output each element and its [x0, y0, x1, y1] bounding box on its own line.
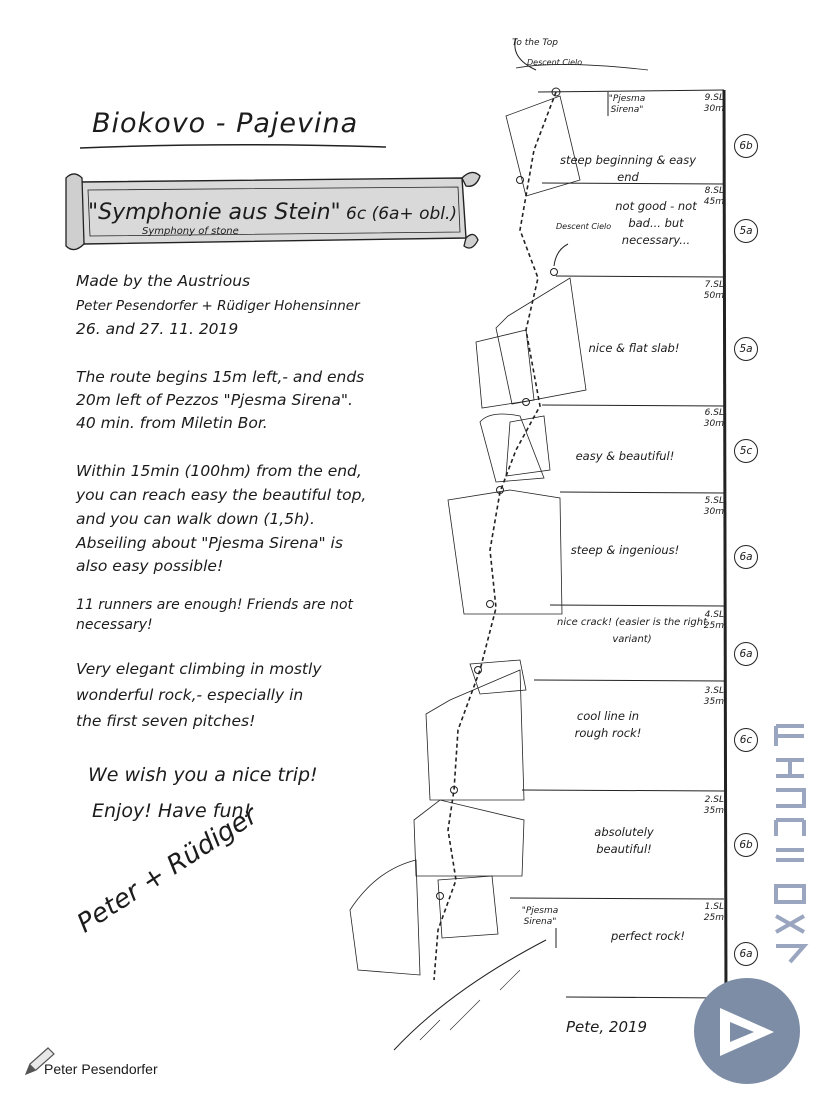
note-line: Made by the Austrious	[76, 272, 251, 290]
pitch-grade: 6a	[734, 942, 758, 966]
pitch-number: 2.SL	[704, 795, 724, 805]
pitch-length: 30m	[703, 507, 724, 517]
pitch-description: nice & flat slab!	[588, 341, 680, 355]
pitch-grade: 5a	[734, 219, 758, 243]
pitch-description: not good - not bad... but necessary...	[615, 199, 697, 247]
pitch-number: 1.SL	[704, 902, 724, 912]
route-name: "Symphonie aus Stein"	[88, 200, 341, 225]
pitch-grade: 6c	[734, 728, 758, 752]
topo-sketch	[349, 37, 728, 1051]
note-line: 26. and 27. 11. 2019	[76, 320, 239, 338]
pitch-number: 3.SL	[704, 686, 724, 696]
pitch-description: cool line in rough rock!	[574, 709, 642, 740]
note-line: Enjoy! Have fun!	[92, 800, 252, 822]
note-line: Very elegant climbing in mostly	[76, 660, 322, 678]
topo-title: Biokovo - Pajevina	[92, 108, 359, 139]
note-line: The route begins 15m left,- and ends	[76, 368, 365, 386]
note-line: 11 runners are enough! Friends are not	[76, 597, 354, 613]
note-line: Peter Pesendorfer + Rüdiger Hohensinner	[76, 298, 360, 314]
scroll-banner	[65, 171, 481, 251]
pitch-description: easy & beautiful!	[575, 449, 675, 463]
play-triangle-icon	[720, 1008, 774, 1056]
pitch-grade: 6a	[734, 642, 758, 666]
pitch-length: 50m	[703, 291, 724, 301]
note-line: We wish you a nice trip!	[88, 764, 318, 786]
pitch-length: 45m	[703, 197, 724, 207]
pitch-number: 5.SL	[704, 496, 724, 506]
note-line: Within 15min (100hm) from the end,	[76, 462, 362, 480]
to-top-label: To the Top	[512, 38, 558, 48]
pitch-description: perfect rock!	[610, 929, 686, 943]
descent-label: Descent Cielo	[556, 222, 612, 231]
pitch-number: 8.SL	[704, 186, 724, 196]
note-line: also easy possible!	[76, 557, 224, 575]
title-underline	[79, 143, 387, 149]
pitch-length: 30m	[703, 104, 724, 114]
note-line: wonderful rock,- especially in	[76, 686, 304, 704]
pitch-length: 30m	[703, 419, 724, 429]
site-logo[interactable]	[694, 978, 800, 1084]
pitch-length: 35m	[703, 806, 724, 816]
note-line: 20m left of Pezzos "Pjesma Sirena".	[76, 391, 353, 409]
pitch-number: 4.SL	[704, 610, 724, 620]
pitch-description: steep beginning & easy end	[559, 153, 697, 184]
pitch-length: 25m	[703, 913, 724, 923]
pencil-icon	[24, 1047, 55, 1076]
pitch-description: absolutely beautiful!	[594, 825, 654, 856]
pitch-description: steep & ingenious!	[570, 543, 680, 557]
pitch-grade: 5a	[734, 337, 758, 361]
route-grade: 6c (6a+ obl.)	[346, 204, 458, 224]
pitch-description: nice crack! (easier is the right variant…	[556, 617, 708, 645]
author-credit: Peter Pesendorfer	[44, 1061, 158, 1077]
note-line: Abseiling about "Pjesma Sirena" is	[76, 534, 343, 552]
pitch-number: 9.SL	[704, 93, 724, 103]
pitch-number: 6.SL	[704, 408, 724, 418]
note-line: you can reach easy the beautiful top,	[76, 486, 367, 504]
pitch-length: 35m	[703, 697, 724, 707]
note-line: the first seven pitches!	[76, 712, 256, 730]
pitch-grade: 6a	[734, 545, 758, 569]
pitch-grade: 6b	[734, 833, 758, 857]
descent-label: Descent Cielo	[527, 58, 583, 67]
pitch-grade: 6b	[734, 134, 758, 158]
pitch-number: 7.SL	[704, 280, 724, 290]
pitch-grade: 5c	[734, 439, 758, 463]
note-line: 40 min. from Miletin Bor.	[76, 414, 268, 432]
sketch-signature: Pete, 2019	[566, 1018, 648, 1036]
watermark-logo	[774, 724, 809, 964]
pjesma-sirena-label: "Pjesma Sirena"	[608, 94, 646, 115]
route-subtitle: Symphony of stone	[142, 226, 239, 237]
pitch-length: 25m	[703, 621, 724, 631]
pjesma-sirena-label: "Pjesma Sirena"	[521, 906, 559, 927]
note-line: necessary!	[76, 617, 153, 633]
note-line: and you can walk down (1,5h).	[76, 510, 315, 528]
